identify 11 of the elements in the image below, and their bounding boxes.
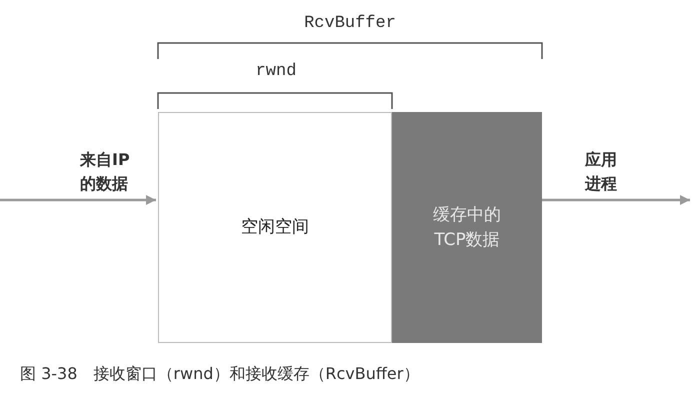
dimension-label: rwnd xyxy=(256,62,296,81)
edge-label: 应用进程 xyxy=(585,149,618,195)
free-space-box xyxy=(158,112,392,343)
box-text: 空闲空间 xyxy=(241,216,309,240)
edge-label: 来自IP的数据 xyxy=(80,149,131,195)
arrow xyxy=(542,195,690,205)
arrow xyxy=(0,195,156,205)
dimension-label: RcvBuffer xyxy=(304,14,396,33)
buffered-data-box xyxy=(392,112,542,343)
box-text: 缓存中的TCP数据 xyxy=(432,204,502,252)
figure-caption: 图 3-38 接收窗口（rwnd）和接收缓存（RcvBuffer） xyxy=(20,364,420,385)
